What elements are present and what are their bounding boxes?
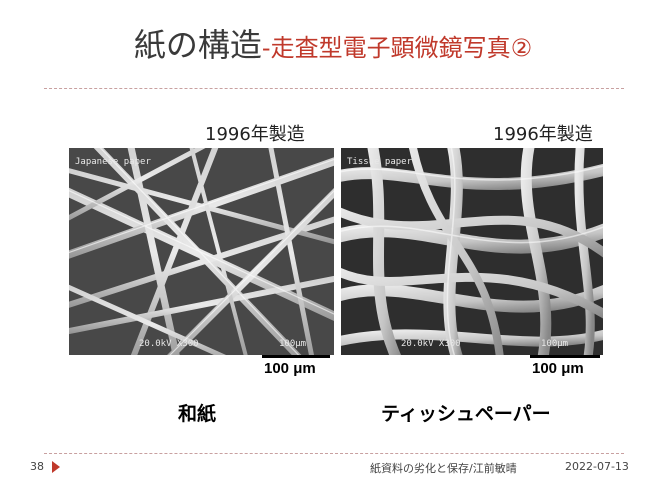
tissue-paper-caption: ティッシュペーパー [381,403,551,425]
footer-date: 2022-07-13 [565,460,629,473]
triangle-right-icon [52,461,60,473]
tissue-paper-micrograph: Tissue paper 20.0kV X300 100μm [341,148,603,355]
japanese-sem-scale: 100μm [279,339,306,349]
japanese-sem-info: 20.0kV X300 [139,339,199,349]
footer-divider [44,453,624,454]
japanese-scale-label: 100 μm [264,360,316,377]
title-divider [44,88,624,89]
tissue-sem-info: 20.0kV X300 [401,339,461,349]
tissue-sem-scale: 100μm [541,339,568,349]
tissue-scale-bar [530,355,600,358]
footer-credit: 紙資料の劣化と保存/江前敏晴 [370,462,517,475]
page-number: 38 [30,460,44,473]
tissue-sem-label: Tissue paper [347,157,413,167]
japanese-scale-bar [262,355,330,358]
japanese-paper-caption: 和紙 [178,403,217,425]
title-main: 紙の構造 [133,26,262,64]
japanese-sem-label: Japanese paper [75,157,151,167]
title-subtitle: -走査型電子顕微鏡写真② [261,34,533,62]
japanese-paper-micrograph: Japanese paper 20.0kV X300 100μm [69,148,334,355]
slide-title: 紙の構造-走査型電子顕微鏡写真② [0,20,666,66]
tissue-scale-label: 100 μm [532,360,584,377]
left-year-label: 1996年製造 [205,124,305,145]
right-year-label: 1996年製造 [493,124,593,145]
